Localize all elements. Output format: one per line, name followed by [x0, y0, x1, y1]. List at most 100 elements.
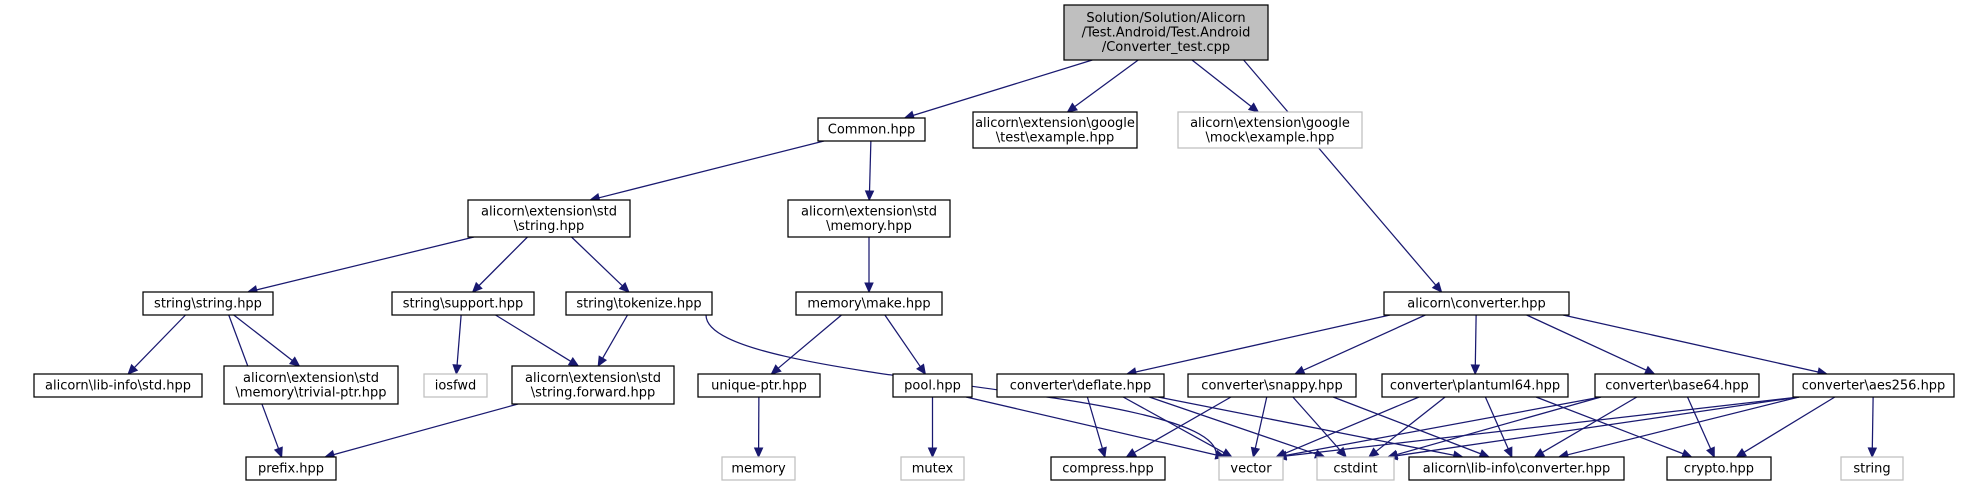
- arrowhead: [471, 281, 483, 293]
- node-conv_plantuml[interactable]: converter\plantuml64.hpp: [1381, 373, 1569, 398]
- edge-converter-to-conv_plantuml: [1470, 314, 1481, 376]
- node-box: [223, 365, 399, 405]
- edge-conv_deflate-to-cstdint: [1149, 396, 1326, 459]
- arrowhead: [1470, 364, 1481, 376]
- edge-ext_string-to-string_tokenize: [571, 236, 630, 293]
- node-pool[interactable]: pool.hpp: [892, 373, 973, 398]
- node-box: [467, 199, 631, 238]
- edge-root-to-gmock: [1191, 59, 1260, 113]
- node-ext_memory[interactable]: alicorn\extension\std\memory.hpp: [787, 199, 951, 238]
- edge-conv_plantuml-to-cstdint: [1367, 396, 1446, 458]
- arrowhead: [927, 447, 938, 459]
- edge-line: [571, 236, 623, 287]
- arrowhead: [127, 363, 139, 375]
- edge-line: [1086, 396, 1103, 449]
- edge-converter-to-conv_base64: [1526, 314, 1656, 375]
- edge-ext_string-to-string_support: [471, 236, 528, 293]
- node-label: converter\plantuml64.hpp: [1390, 379, 1560, 394]
- node-label: /Converter_test.cpp: [1102, 40, 1230, 55]
- edge-line: [1292, 396, 1341, 451]
- node-common[interactable]: Common.hpp: [817, 117, 926, 142]
- node-memory_make[interactable]: memory\make.hpp: [795, 291, 943, 316]
- node-box: [565, 291, 713, 316]
- node-string_forward[interactable]: alicorn\extension\std\string.forward.hpp: [511, 365, 675, 405]
- edge-line: [1191, 59, 1252, 107]
- node-box: [996, 373, 1165, 398]
- edge-line: [1562, 314, 1819, 373]
- edge-line: [1285, 396, 1602, 456]
- edge-line: [884, 314, 921, 367]
- node-cstdint: cstdint: [1316, 456, 1395, 481]
- node-label: pool.hpp: [904, 379, 961, 394]
- edge-string_tokenize-to-string_forward: [597, 314, 629, 368]
- node-label: string: [1853, 462, 1890, 477]
- node-label: vector: [1230, 462, 1272, 477]
- node-conv_aes[interactable]: converter\aes256.hpp: [1792, 373, 1955, 398]
- node-string_support[interactable]: string\support.hpp: [391, 291, 535, 316]
- edge-root-to-gtest: [1066, 59, 1139, 113]
- edge-line: [1302, 314, 1426, 371]
- arrowhead: [864, 282, 874, 294]
- edge-conv_base64-to-crypto: [1686, 396, 1715, 459]
- node-label: mutex: [912, 462, 954, 477]
- node-box: [1594, 373, 1760, 398]
- node-box: [1383, 291, 1570, 316]
- node-libinfo_std[interactable]: alicorn\lib-info\std.hpp: [33, 373, 203, 398]
- edge-line: [868, 140, 872, 192]
- node-box: [1792, 373, 1955, 398]
- node-conv_base64[interactable]: converter\base64.hpp: [1594, 373, 1760, 398]
- node-label: alicorn\extension\std: [525, 371, 661, 386]
- node-libinfo_conv[interactable]: alicorn\lib-info\converter.hpp: [1408, 456, 1625, 481]
- arrowhead: [916, 363, 927, 376]
- arrowhead: [1221, 448, 1233, 458]
- node-conv_deflate[interactable]: converter\deflate.hpp: [996, 373, 1165, 398]
- node-trivial_ptr[interactable]: alicorn\extension\std\memory\trivial-ptr…: [223, 365, 399, 405]
- node-gtest[interactable]: alicorn\extension\google\test\example.hp…: [972, 111, 1138, 149]
- node-string: string: [1840, 456, 1904, 481]
- edge-line: [965, 396, 1217, 456]
- node-conv_snappy[interactable]: converter\snappy.hpp: [1187, 373, 1357, 398]
- node-compress[interactable]: compress.hpp: [1050, 456, 1166, 481]
- arrowhead: [1247, 102, 1260, 113]
- arrowhead: [567, 356, 580, 367]
- node-label: string\string.hpp: [154, 297, 262, 312]
- arrowhead: [1643, 365, 1656, 375]
- node-label: Solution/Solution/Alicorn: [1086, 11, 1245, 26]
- node-label: string\tokenize.hpp: [576, 297, 701, 312]
- edge-common-to-ext_string: [589, 140, 825, 203]
- arrowhead: [1503, 446, 1513, 459]
- arrowhead: [597, 355, 608, 368]
- arrowhead: [1431, 281, 1443, 293]
- node-box: [33, 373, 203, 398]
- node-gmock: alicorn\extension\google\mock\example.hp…: [1177, 111, 1363, 149]
- node-box: [423, 373, 488, 398]
- node-label: \test\example.hpp: [996, 130, 1115, 145]
- edge-conv_plantuml-to-vector: [1275, 396, 1420, 458]
- edge-string_string-to-libinfo_std: [127, 314, 186, 375]
- node-string_string[interactable]: string\string.hpp: [142, 291, 274, 316]
- edge-line: [1526, 314, 1647, 371]
- edge-line: [1157, 396, 1455, 456]
- arrowhead: [1097, 446, 1107, 459]
- node-string_tokenize[interactable]: string\tokenize.hpp: [565, 291, 713, 316]
- node-label: prefix.hpp: [258, 462, 324, 477]
- node-unique_ptr[interactable]: unique-ptr.hpp: [697, 373, 821, 398]
- edge-ext_string-to-string_string: [246, 236, 475, 295]
- edge-line: [1542, 396, 1638, 453]
- node-label: memory: [731, 462, 786, 477]
- edge-line: [602, 314, 629, 359]
- node-ext_string[interactable]: alicorn\extension\std\string.hpp: [467, 199, 631, 238]
- node-label: converter\deflate.hpp: [1010, 379, 1152, 394]
- node-root[interactable]: Solution/Solution/Alicorn/Test.Android/T…: [1063, 4, 1269, 61]
- node-crypto[interactable]: crypto.hpp: [1666, 456, 1772, 481]
- node-converter[interactable]: alicorn\converter.hpp: [1383, 291, 1570, 316]
- node-box: [1050, 456, 1166, 481]
- node-label: \memory.hpp: [826, 219, 912, 234]
- node-prefix[interactable]: prefix.hpp: [245, 456, 337, 481]
- node-box: [817, 117, 926, 142]
- node-box: [1177, 111, 1363, 149]
- edge-line: [1567, 396, 1800, 456]
- edge-memory_make-to-pool: [884, 314, 927, 376]
- node-box: [245, 456, 337, 481]
- edge-conv_plantuml-to-libinfo_conv: [1484, 396, 1513, 459]
